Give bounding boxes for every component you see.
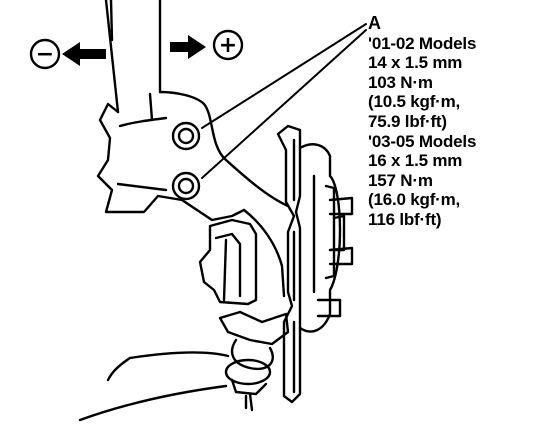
brake-caliper xyxy=(198,218,258,306)
knuckle-bracket xyxy=(96,90,290,222)
callout-line: '01-02 Models xyxy=(368,33,477,53)
wheel-studs xyxy=(316,196,354,318)
callout-line: 14 x 1.5 mm xyxy=(368,53,463,73)
lower-control-arm xyxy=(78,351,230,422)
callout-line: (10.5 kgf·m, xyxy=(368,92,461,112)
callout-line: (16.0 kgf·m, xyxy=(368,190,461,210)
arrow-left-icon xyxy=(62,42,106,66)
bolt-upper xyxy=(171,121,201,151)
callout-line: '03-05 Models xyxy=(368,131,477,151)
callout-line: 75.9 lbf·ft) xyxy=(368,111,447,131)
direction-indicator: − + xyxy=(29,29,244,70)
bolt-lower xyxy=(171,171,201,201)
brake-disc xyxy=(276,124,302,404)
positive-circle: + xyxy=(212,29,244,61)
ball-joint xyxy=(224,358,272,412)
wheel-hub xyxy=(298,143,346,333)
arrow-right-icon xyxy=(170,35,206,59)
callout-leader-lines xyxy=(201,23,367,179)
negative-symbol: − xyxy=(36,42,54,67)
negative-circle: − xyxy=(29,38,61,70)
positive-symbol: + xyxy=(219,33,237,58)
callout-letter: A xyxy=(368,13,381,33)
strut xyxy=(104,0,162,114)
callout-line: 16 x 1.5 mm xyxy=(368,151,463,171)
torque-callout: A '01-02 Models 14 x 1.5 mm 103 N·m (10.… xyxy=(368,13,554,230)
lower-knuckle xyxy=(218,208,290,371)
callout-line: 157 N·m xyxy=(368,170,433,190)
callout-line: 116 lbf·ft) xyxy=(368,209,442,229)
callout-line: 103 N·m xyxy=(368,72,433,92)
